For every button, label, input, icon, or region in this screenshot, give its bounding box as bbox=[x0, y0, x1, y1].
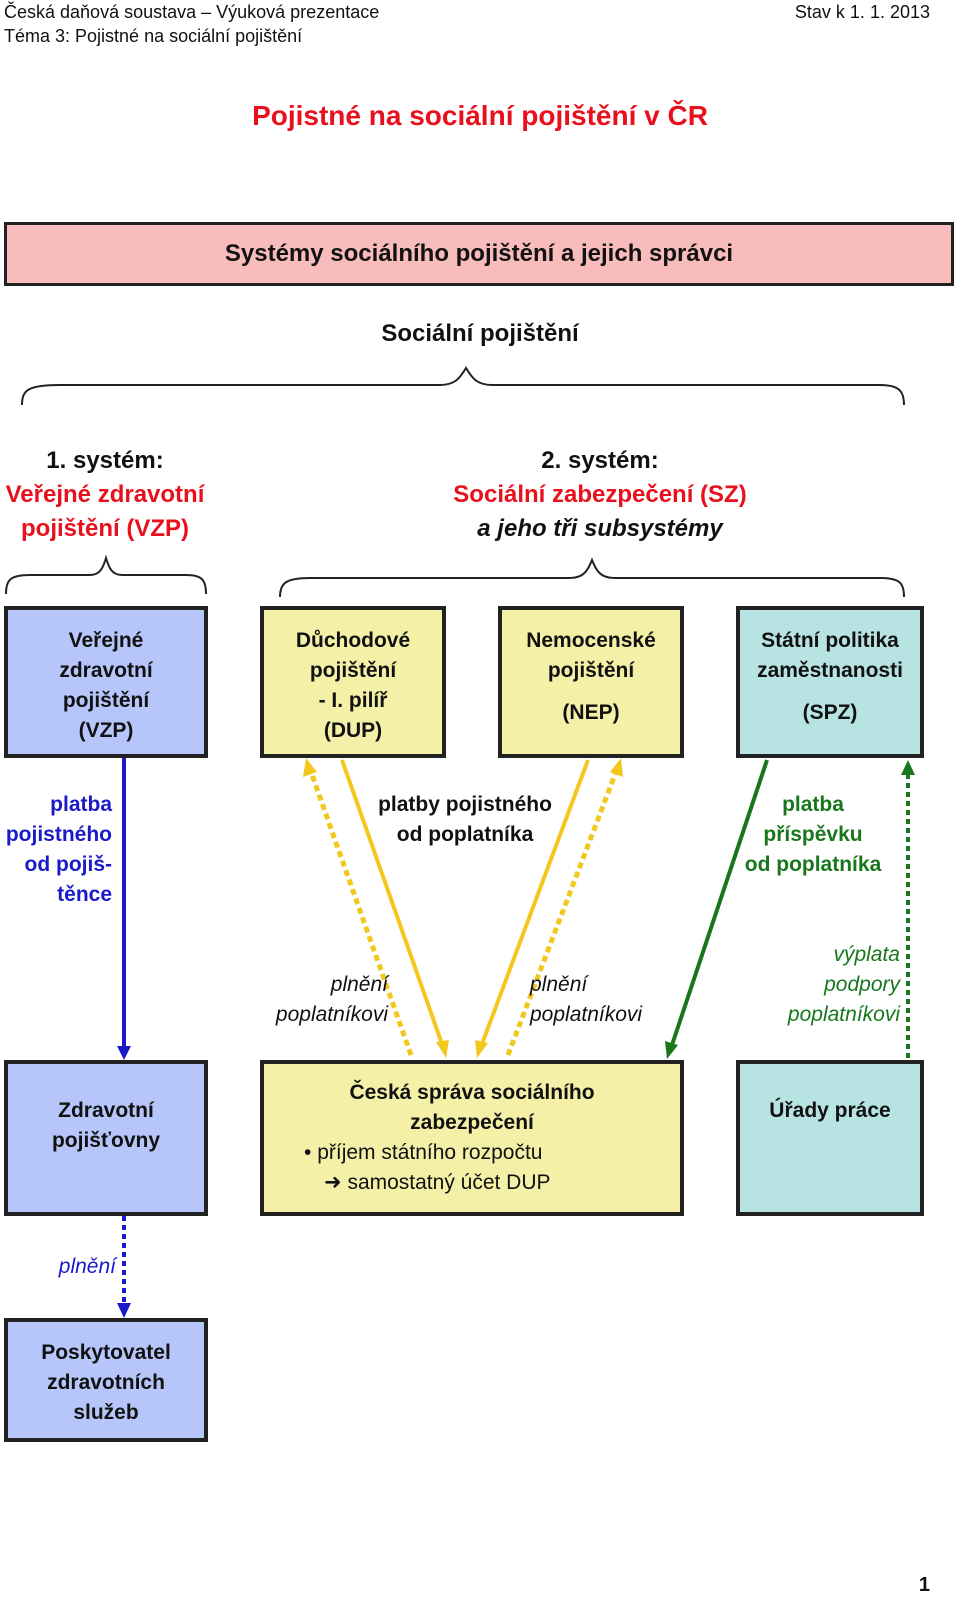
box-cssz-bullet1: • příjem státního rozpočtu bbox=[304, 1141, 543, 1164]
box-spz-line: (SPZ) bbox=[802, 701, 858, 724]
arrow-right-icon: ➜ bbox=[324, 1171, 348, 1194]
box-spz-line: zaměstnanosti bbox=[757, 659, 903, 682]
arrow-dup-cssz-platba bbox=[340, 759, 444, 1045]
box-urady-prace: Úřady práce bbox=[736, 1060, 924, 1216]
label-line: podpory bbox=[824, 973, 900, 996]
box-provider-line: Poskytovatel bbox=[41, 1341, 171, 1364]
box-vzp-line: (VZP) bbox=[78, 719, 134, 742]
brace-social-insurance bbox=[21, 366, 905, 406]
label-line: poplatníkovi bbox=[787, 1003, 900, 1026]
system2-block: 2. systém: Sociální zabezpečení (SZ) a j… bbox=[400, 444, 800, 546]
label-line: výplata bbox=[833, 943, 900, 966]
label-plneni-zp: plnění bbox=[58, 1255, 116, 1278]
label-platba-pojistneho: platba pojistného od pojiš- těnce bbox=[4, 790, 112, 910]
system1-block: 1. systém: Veřejné zdravotní pojištění (… bbox=[0, 444, 210, 546]
arrow-nep-cssz-platba-head bbox=[475, 1040, 488, 1058]
box-vzp-line: pojištění bbox=[62, 689, 150, 712]
box-spz: Státní politika zaměstnanosti (SPZ) bbox=[736, 606, 924, 758]
system2-line2: a jeho tři subsystémy bbox=[477, 515, 723, 542]
page-title: Pojistné na sociální pojištění v ČR bbox=[252, 100, 708, 131]
box-vzp: Veřejné zdravotní pojištění (VZP) bbox=[4, 606, 208, 758]
label-line: od poplatníka bbox=[744, 853, 882, 876]
box-cssz-bullet2: ➜ samostatný účet DUP bbox=[324, 1171, 551, 1194]
bullet-icon: • bbox=[304, 1141, 318, 1164]
arrow-spz-cssz-head bbox=[665, 1041, 678, 1059]
label-platby-pojistneho: platby pojistného od poplatníka bbox=[360, 790, 570, 850]
label-line: poplatníkovi bbox=[275, 1003, 388, 1026]
header-left-line1: Česká daňová soustava – Výuková prezenta… bbox=[4, 2, 380, 22]
box-zdravotni-pojistovny: Zdravotní pojišťovny bbox=[4, 1060, 208, 1216]
social-insurance-label: Sociální pojištění bbox=[381, 320, 579, 347]
system1-heading: 1. systém: bbox=[46, 447, 164, 474]
label-line: od pojiš- bbox=[24, 853, 113, 876]
label-line: platba bbox=[782, 793, 844, 816]
label-vyplata: výplata podpory poplatníkovi bbox=[740, 940, 900, 1030]
header-right: Stav k 1. 1. 2013 bbox=[794, 2, 930, 22]
system2-line1: Sociální zabezpečení (SZ) bbox=[453, 481, 747, 508]
system1-line2: pojištění (VZP) bbox=[21, 515, 189, 542]
brace-system2 bbox=[279, 557, 905, 598]
box-nep: Nemocenské pojištění (NEP) bbox=[498, 606, 684, 758]
banner: Systémy sociálního pojištění a jejich sp… bbox=[4, 222, 954, 286]
box-provider-line: služeb bbox=[73, 1401, 139, 1424]
arrow-cssz-dup-plneni bbox=[308, 771, 414, 1056]
system2-heading: 2. systém: bbox=[541, 447, 659, 474]
label-line: pojistného bbox=[5, 823, 112, 846]
arrow-cssz-dup-plneni-head bbox=[303, 758, 317, 777]
arrow-cssz-nep-plneni-head bbox=[610, 758, 623, 777]
box-up-line: Úřady práce bbox=[769, 1099, 891, 1122]
box-cssz: Česká správa sociálního zabezpečení • př… bbox=[260, 1060, 684, 1216]
label-line: plnění bbox=[530, 973, 588, 996]
box-dup-line: (DUP) bbox=[323, 719, 383, 742]
label-platba-prispevku: platba příspěvku od poplatníka bbox=[728, 790, 898, 880]
arrow-vzp-zp-head bbox=[117, 1046, 131, 1060]
box-zp-line: Zdravotní bbox=[58, 1099, 154, 1122]
box-dup-line: Důchodové bbox=[295, 629, 411, 652]
header-left-line2: Téma 3: Pojistné na sociální pojištění bbox=[4, 26, 303, 46]
box-nep-line: pojištění bbox=[547, 659, 635, 682]
system1-line1: Veřejné zdravotní bbox=[5, 481, 205, 508]
label-line: těnce bbox=[57, 883, 112, 906]
arrow-dup-cssz-platba-head bbox=[436, 1040, 449, 1058]
label-line: plnění bbox=[330, 973, 388, 996]
label-plneni-dup: plnění poplatníkovi bbox=[250, 970, 388, 1030]
box-provider: Poskytovatel zdravotních služeb bbox=[4, 1318, 208, 1442]
box-vzp-line: zdravotní bbox=[59, 659, 153, 682]
page-number: 1 bbox=[918, 1574, 930, 1596]
box-zp-line: pojišťovny bbox=[51, 1129, 161, 1152]
box-cssz-line2: zabezpečení bbox=[410, 1111, 534, 1134]
label-plneni-nep: plnění poplatníkovi bbox=[530, 970, 670, 1030]
box-dup-line: pojištění bbox=[309, 659, 397, 682]
box-provider-line: zdravotních bbox=[47, 1371, 165, 1394]
label-line: příspěvku bbox=[763, 823, 863, 846]
brace-system1 bbox=[5, 554, 207, 595]
box-vzp-line: Veřejné bbox=[68, 629, 144, 652]
label-line: od poplatníka bbox=[396, 823, 534, 846]
label-line: platby pojistného bbox=[378, 793, 552, 816]
box-dup-line: - I. pilíř bbox=[318, 689, 388, 712]
label-line: platba bbox=[50, 793, 112, 816]
label-line: poplatníkovi bbox=[530, 1003, 643, 1026]
arrow-zp-provider-head bbox=[117, 1303, 131, 1318]
box-nep-line: Nemocenské bbox=[526, 629, 656, 652]
box-nep-line: (NEP) bbox=[562, 701, 620, 724]
arrow-up-spz-head bbox=[901, 760, 915, 775]
arrow-cssz-nep-plneni bbox=[505, 771, 619, 1056]
arrow-nep-cssz-platba bbox=[480, 759, 590, 1045]
box-dup: Důchodové pojištění - I. pilíř (DUP) bbox=[260, 606, 446, 758]
box-cssz-line1: Česká správa sociálního bbox=[349, 1081, 595, 1104]
arrow-spz-cssz bbox=[670, 759, 769, 1046]
box-spz-line: Státní politika bbox=[761, 629, 899, 652]
